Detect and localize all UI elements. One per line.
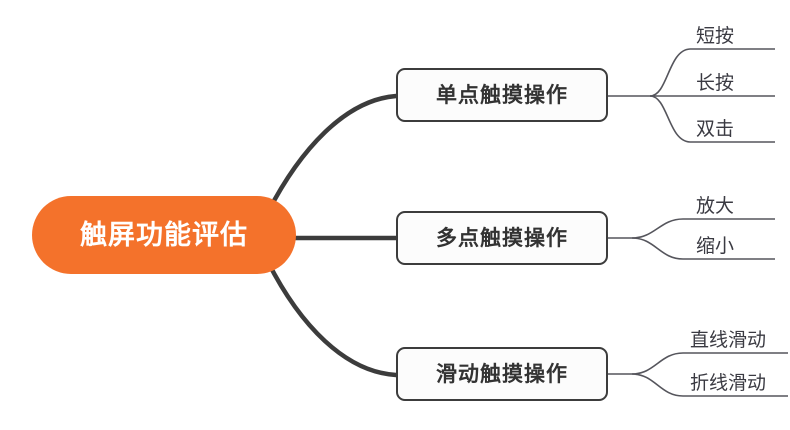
branch-node-label: 多点触摸操作 [436,226,568,250]
leaf-node-label: 直线滑动 [689,330,766,352]
leaf-node-long-press[interactable]: 长按 [655,66,775,94]
root-node-label: 触屏功能评估 [80,219,248,250]
leaf-node-polyline-swipe[interactable]: 折线滑动 [668,366,788,394]
branch-node-single-touch[interactable]: 单点触摸操作 [396,68,608,122]
edge-root-to-branch-0 [265,93,399,215]
branch-node-multi-touch[interactable]: 多点触摸操作 [396,211,608,265]
leaf-node-straight-swipe[interactable]: 直线滑动 [668,323,788,351]
leaf-node-label: 折线滑动 [689,373,766,395]
leaf-node-zoom-out[interactable]: 缩小 [655,229,775,257]
leaf-node-label: 短按 [695,26,734,48]
leaf-node-label: 长按 [695,73,734,95]
branch-node-label: 滑动触摸操作 [436,362,568,386]
edge-root-to-branch-2 [265,259,399,378]
root-node[interactable]: 触屏功能评估 [32,196,296,274]
leaf-node-double-tap[interactable]: 双击 [655,112,775,140]
leaf-node-label: 缩小 [695,236,734,258]
leaf-node-short-press[interactable]: 短按 [655,19,775,47]
branch-node-swipe-touch[interactable]: 滑动触摸操作 [396,347,608,401]
branch-node-label: 单点触摸操作 [436,83,568,107]
leaf-node-zoom-in[interactable]: 放大 [655,189,775,217]
leaf-node-label: 双击 [695,119,734,141]
leaf-node-label: 放大 [695,196,734,218]
